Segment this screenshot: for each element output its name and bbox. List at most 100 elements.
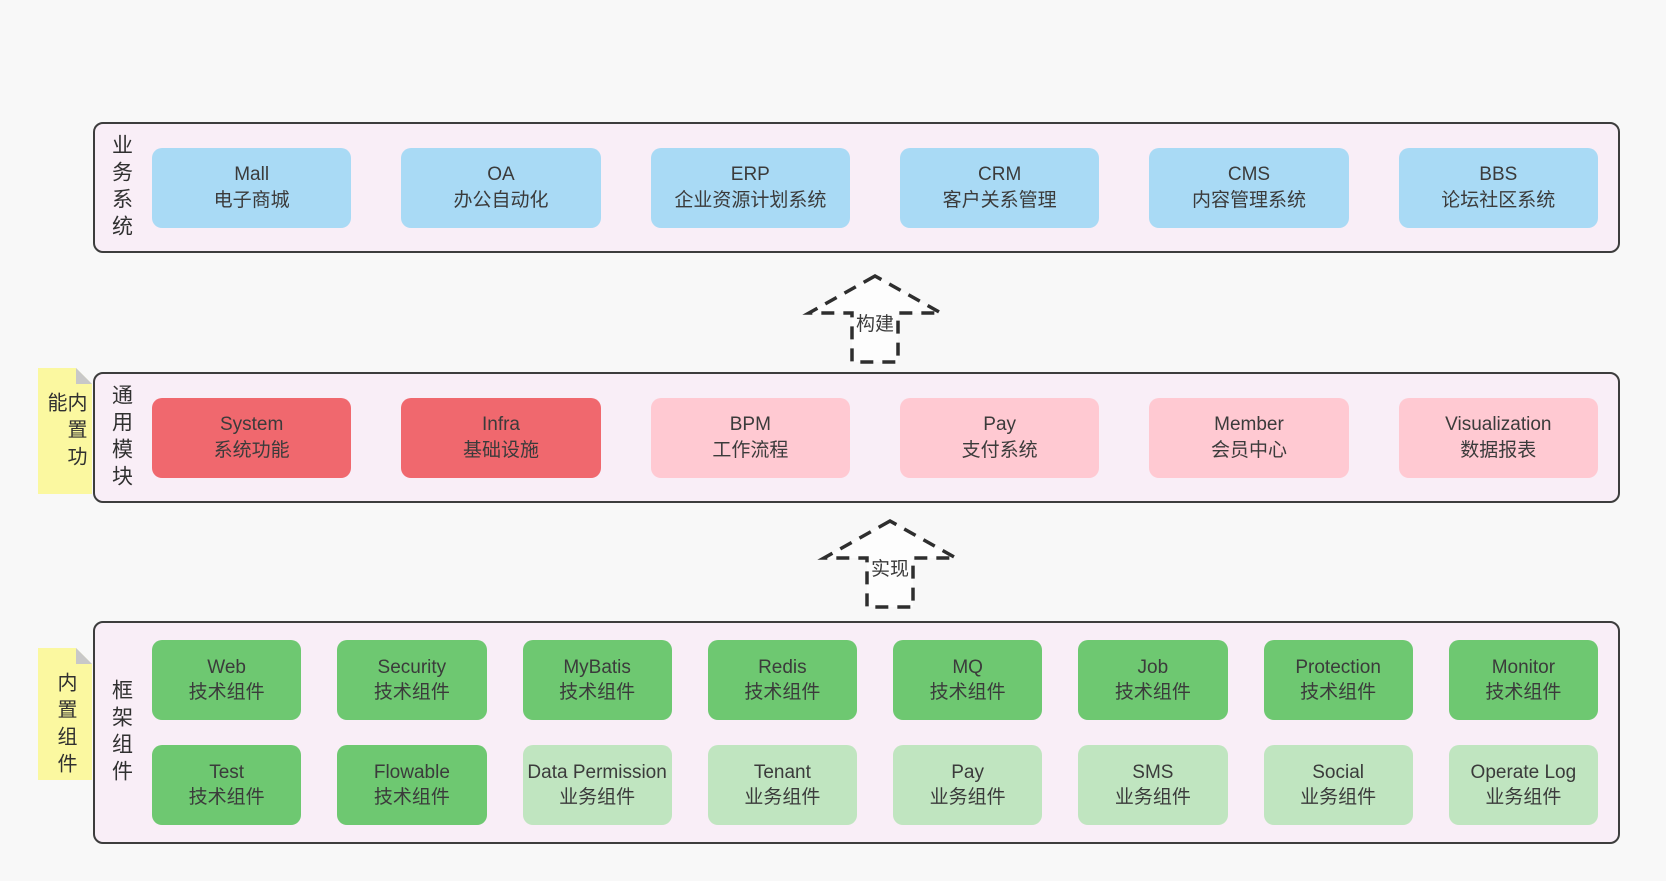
node-title: Operate Log bbox=[1470, 761, 1577, 783]
node-subtitle: 业务组件 bbox=[929, 787, 1006, 808]
layer-side-label-text: 业务系统 bbox=[109, 133, 133, 242]
node-subtitle: 技术组件 bbox=[188, 787, 265, 808]
arrow-label: 实现 bbox=[870, 559, 909, 580]
node-title: CRM bbox=[978, 164, 1022, 186]
node-operate-log: Operate Log 业务组件 bbox=[1448, 745, 1598, 825]
node-subtitle: 业务组件 bbox=[1114, 787, 1191, 808]
node-data-permission: Data Permission 业务组件 bbox=[522, 745, 672, 825]
node-subtitle: 业务组件 bbox=[1300, 787, 1377, 808]
node-subtitle: 办公自动化 bbox=[453, 189, 549, 211]
sticky-note-builtin-features: 内置功能 bbox=[38, 368, 92, 494]
node-subtitle: 企业资源计划系统 bbox=[674, 189, 827, 211]
node-subtitle: 内容管理系统 bbox=[1191, 189, 1306, 211]
node-subtitle: 会员中心 bbox=[1210, 439, 1287, 461]
node-mq: MQ 技术组件 bbox=[893, 640, 1043, 720]
node-security: Security 技术组件 bbox=[337, 640, 487, 720]
node-title: Infra bbox=[481, 414, 520, 436]
component-row-1: Web 技术组件 Security 技术组件 MyBatis 技术组件 Redi… bbox=[152, 640, 1598, 720]
node-subtitle: 技术组件 bbox=[188, 682, 265, 703]
layer-side-label-text: 通用模块 bbox=[109, 383, 133, 492]
node-title: SMS bbox=[1132, 761, 1174, 783]
arrow-implement-up: 实现 bbox=[815, 518, 965, 610]
layer-side-label: 业务系统 bbox=[95, 124, 147, 251]
node-title: Monitor bbox=[1491, 656, 1556, 678]
node-subtitle: 工作流程 bbox=[712, 439, 789, 461]
node-subtitle: 技术组件 bbox=[373, 787, 450, 808]
sticky-note-builtin-components: 内置组件 bbox=[38, 648, 92, 780]
node-subtitle: 技术组件 bbox=[1114, 682, 1191, 703]
layer-common-modules: 通用模块 System 系统功能 Infra 基础设施 BPM 工作流程 Pay… bbox=[93, 372, 1620, 503]
node-pay-business: Pay 业务组件 bbox=[893, 745, 1043, 825]
node-title: ERP bbox=[730, 164, 770, 186]
node-infra: Infra 基础设施 bbox=[401, 397, 601, 478]
arrow-label: 构建 bbox=[855, 314, 894, 335]
node-title: Tenant bbox=[753, 761, 811, 783]
node-social: Social 业务组件 bbox=[1263, 745, 1413, 825]
node-monitor: Monitor 技术组件 bbox=[1448, 640, 1598, 720]
node-title: Protection bbox=[1295, 656, 1381, 678]
layer-side-label-text: 框架组件 bbox=[109, 678, 133, 787]
node-title: BBS bbox=[1479, 164, 1518, 186]
node-bbs: BBS 论坛社区系统 bbox=[1398, 147, 1598, 228]
node-subtitle: 系统功能 bbox=[213, 439, 290, 461]
node-test: Test 技术组件 bbox=[152, 745, 302, 825]
node-title: CMS bbox=[1227, 164, 1271, 186]
node-title: Pay bbox=[983, 414, 1017, 436]
node-member: Member 会员中心 bbox=[1149, 397, 1349, 478]
node-tenant: Tenant 业务组件 bbox=[707, 745, 857, 825]
node-mall: Mall 电子商城 bbox=[152, 147, 352, 228]
node-bpm: BPM 工作流程 bbox=[650, 397, 850, 478]
node-title: OA bbox=[487, 164, 515, 186]
node-title: Pay bbox=[951, 761, 984, 783]
node-redis: Redis 技术组件 bbox=[707, 640, 857, 720]
component-row-2: Test 技术组件 Flowable 技术组件 Data Permission … bbox=[152, 745, 1598, 825]
node-sms: SMS 业务组件 bbox=[1078, 745, 1228, 825]
node-subtitle: 技术组件 bbox=[373, 682, 450, 703]
node-subtitle: 业务组件 bbox=[559, 787, 636, 808]
node-subtitle: 论坛社区系统 bbox=[1441, 189, 1556, 211]
node-subtitle: 技术组件 bbox=[1300, 682, 1377, 703]
dashed-up-arrow-icon bbox=[817, 518, 963, 609]
node-subtitle: 技术组件 bbox=[1485, 682, 1562, 703]
node-web: Web 技术组件 bbox=[152, 640, 302, 720]
business-boxes-row: Mall 电子商城 OA 办公自动化 ERP 企业资源计划系统 CRM 客户关系… bbox=[152, 147, 1598, 228]
node-title: Social bbox=[1312, 761, 1364, 783]
node-subtitle: 技术组件 bbox=[744, 682, 821, 703]
node-mybatis: MyBatis 技术组件 bbox=[522, 640, 672, 720]
node-subtitle: 业务组件 bbox=[1485, 787, 1562, 808]
node-title: Security bbox=[377, 656, 447, 678]
node-subtitle: 数据报表 bbox=[1460, 439, 1537, 461]
node-erp: ERP 企业资源计划系统 bbox=[650, 147, 850, 228]
node-title: MyBatis bbox=[563, 656, 631, 678]
node-crm: CRM 客户关系管理 bbox=[899, 147, 1100, 228]
node-subtitle: 基础设施 bbox=[462, 439, 539, 461]
layer-side-label: 框架组件 bbox=[95, 623, 147, 842]
node-title: BPM bbox=[729, 414, 771, 436]
module-boxes-row: System 系统功能 Infra 基础设施 BPM 工作流程 Pay 支付系统… bbox=[152, 397, 1598, 478]
node-system: System 系统功能 bbox=[152, 397, 352, 478]
node-title: Visualization bbox=[1445, 414, 1552, 436]
node-subtitle: 业务组件 bbox=[744, 787, 821, 808]
dashed-up-arrow-icon bbox=[802, 273, 948, 364]
node-subtitle: 技术组件 bbox=[929, 682, 1006, 703]
node-protection: Protection 技术组件 bbox=[1263, 640, 1413, 720]
node-title: Web bbox=[207, 656, 246, 678]
node-pay: Pay 支付系统 bbox=[899, 397, 1100, 478]
node-title: Job bbox=[1137, 656, 1169, 678]
node-title: Member bbox=[1214, 414, 1284, 436]
layer-side-label: 通用模块 bbox=[95, 374, 147, 501]
node-title: Flowable bbox=[373, 761, 450, 783]
node-title: Test bbox=[209, 761, 245, 783]
sticky-note-text: 内置功能 bbox=[44, 392, 86, 473]
node-subtitle: 电子商城 bbox=[213, 189, 290, 211]
sticky-note-text: 内置组件 bbox=[54, 672, 76, 780]
node-title: MQ bbox=[952, 656, 983, 678]
node-title: System bbox=[219, 414, 284, 436]
node-title: Data Permission bbox=[527, 761, 667, 783]
node-visualization: Visualization 数据报表 bbox=[1398, 397, 1598, 478]
node-cms: CMS 内容管理系统 bbox=[1149, 147, 1349, 228]
node-oa: OA 办公自动化 bbox=[401, 147, 601, 228]
node-job: Job 技术组件 bbox=[1078, 640, 1228, 720]
node-title: Mall bbox=[234, 164, 270, 186]
